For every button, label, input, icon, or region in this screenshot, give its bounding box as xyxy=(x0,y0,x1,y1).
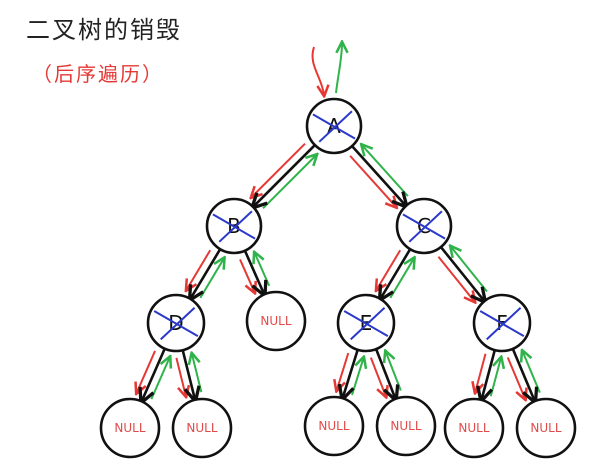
descend-arrow-B-D xyxy=(187,249,212,289)
return-arrow-F-C xyxy=(451,247,488,293)
destroyed-cross-icon xyxy=(479,306,525,341)
destroyed-cross-icon xyxy=(343,306,389,341)
null-node: NULL xyxy=(171,397,233,459)
page-title: 二叉树的销毁 xyxy=(26,16,182,44)
tree-nodes: AB C D E F NULL NULL NULL NULL NULL NULL NULL xyxy=(99,97,577,459)
null-node: NULL xyxy=(303,395,365,457)
null-node: NULL xyxy=(245,290,307,352)
return-arrow-E_right-E xyxy=(386,352,402,391)
node-circle xyxy=(443,397,505,459)
edge-A-C xyxy=(351,145,406,206)
null-label: NULL xyxy=(530,421,561,435)
tree-node-a: A xyxy=(305,97,363,155)
node-circle xyxy=(99,397,161,459)
tree-node-e: E xyxy=(336,293,396,353)
edge-C-F xyxy=(439,246,485,301)
descend-arrow-A-C xyxy=(349,155,396,207)
return-arrow-D_right-D xyxy=(192,354,203,393)
null-label: NULL xyxy=(114,421,145,435)
destroyed-cross-icon xyxy=(312,110,356,143)
null-node: NULL xyxy=(515,397,577,459)
destroyed-cross-icon xyxy=(402,210,446,243)
tree-edges xyxy=(142,144,535,402)
edge-E-E_right xyxy=(374,348,395,399)
edge-F-F_right xyxy=(511,348,535,401)
descend-arrow-A-B xyxy=(252,142,306,197)
destroyed-cross-icon xyxy=(212,210,256,243)
null-label: NULL xyxy=(186,421,217,435)
return-arrow-E-C xyxy=(389,258,414,299)
edge-B-B_right xyxy=(243,250,264,295)
node-circle xyxy=(171,397,233,459)
node-circle xyxy=(303,395,365,457)
return-arrow-C-A xyxy=(362,145,409,197)
tree-node-c: C xyxy=(395,197,453,255)
node-circle xyxy=(375,395,437,457)
return-arrow-B-A xyxy=(262,155,316,210)
return-arrow-D-B xyxy=(199,258,224,299)
descend-arrow-E-E_right xyxy=(369,357,386,397)
tree-node-b: B xyxy=(205,197,263,255)
edge-D-D_left xyxy=(142,348,166,402)
edge-A-B xyxy=(253,144,316,207)
tree-node-f: F xyxy=(472,293,532,353)
root-entry-arrow xyxy=(311,46,324,95)
descend-arrow-F-F_right xyxy=(506,357,525,398)
edge-D-D_right xyxy=(181,349,195,400)
node-circle xyxy=(515,397,577,459)
null-label: NULL xyxy=(318,419,349,433)
null-node: NULL xyxy=(99,397,161,459)
edge-F-F_left xyxy=(481,349,497,400)
traversal-arrows xyxy=(137,43,541,400)
node-circle xyxy=(245,290,307,352)
null-node: NULL xyxy=(375,395,437,457)
root-exit-arrow xyxy=(335,43,342,94)
descend-arrow-D-D_right xyxy=(175,357,185,396)
page-subtitle: （后序遍历） xyxy=(32,62,164,86)
edge-C-E xyxy=(380,248,412,299)
return-arrow-F_right-F xyxy=(523,351,541,394)
null-node: NULL xyxy=(443,397,505,459)
null-label: NULL xyxy=(390,419,421,433)
descend-arrow-C-E xyxy=(377,249,402,289)
descend-arrow-C-F xyxy=(437,256,474,302)
tree-node-d: D xyxy=(146,293,206,353)
return-arrow-D_left-D xyxy=(150,357,169,400)
destroyed-cross-icon xyxy=(153,306,199,341)
null-label: NULL xyxy=(458,421,489,435)
null-label: NULL xyxy=(260,314,291,328)
descend-arrow-D-D_left xyxy=(137,350,156,393)
edge-E-E_left xyxy=(343,349,359,399)
edge-B-D xyxy=(190,248,222,299)
